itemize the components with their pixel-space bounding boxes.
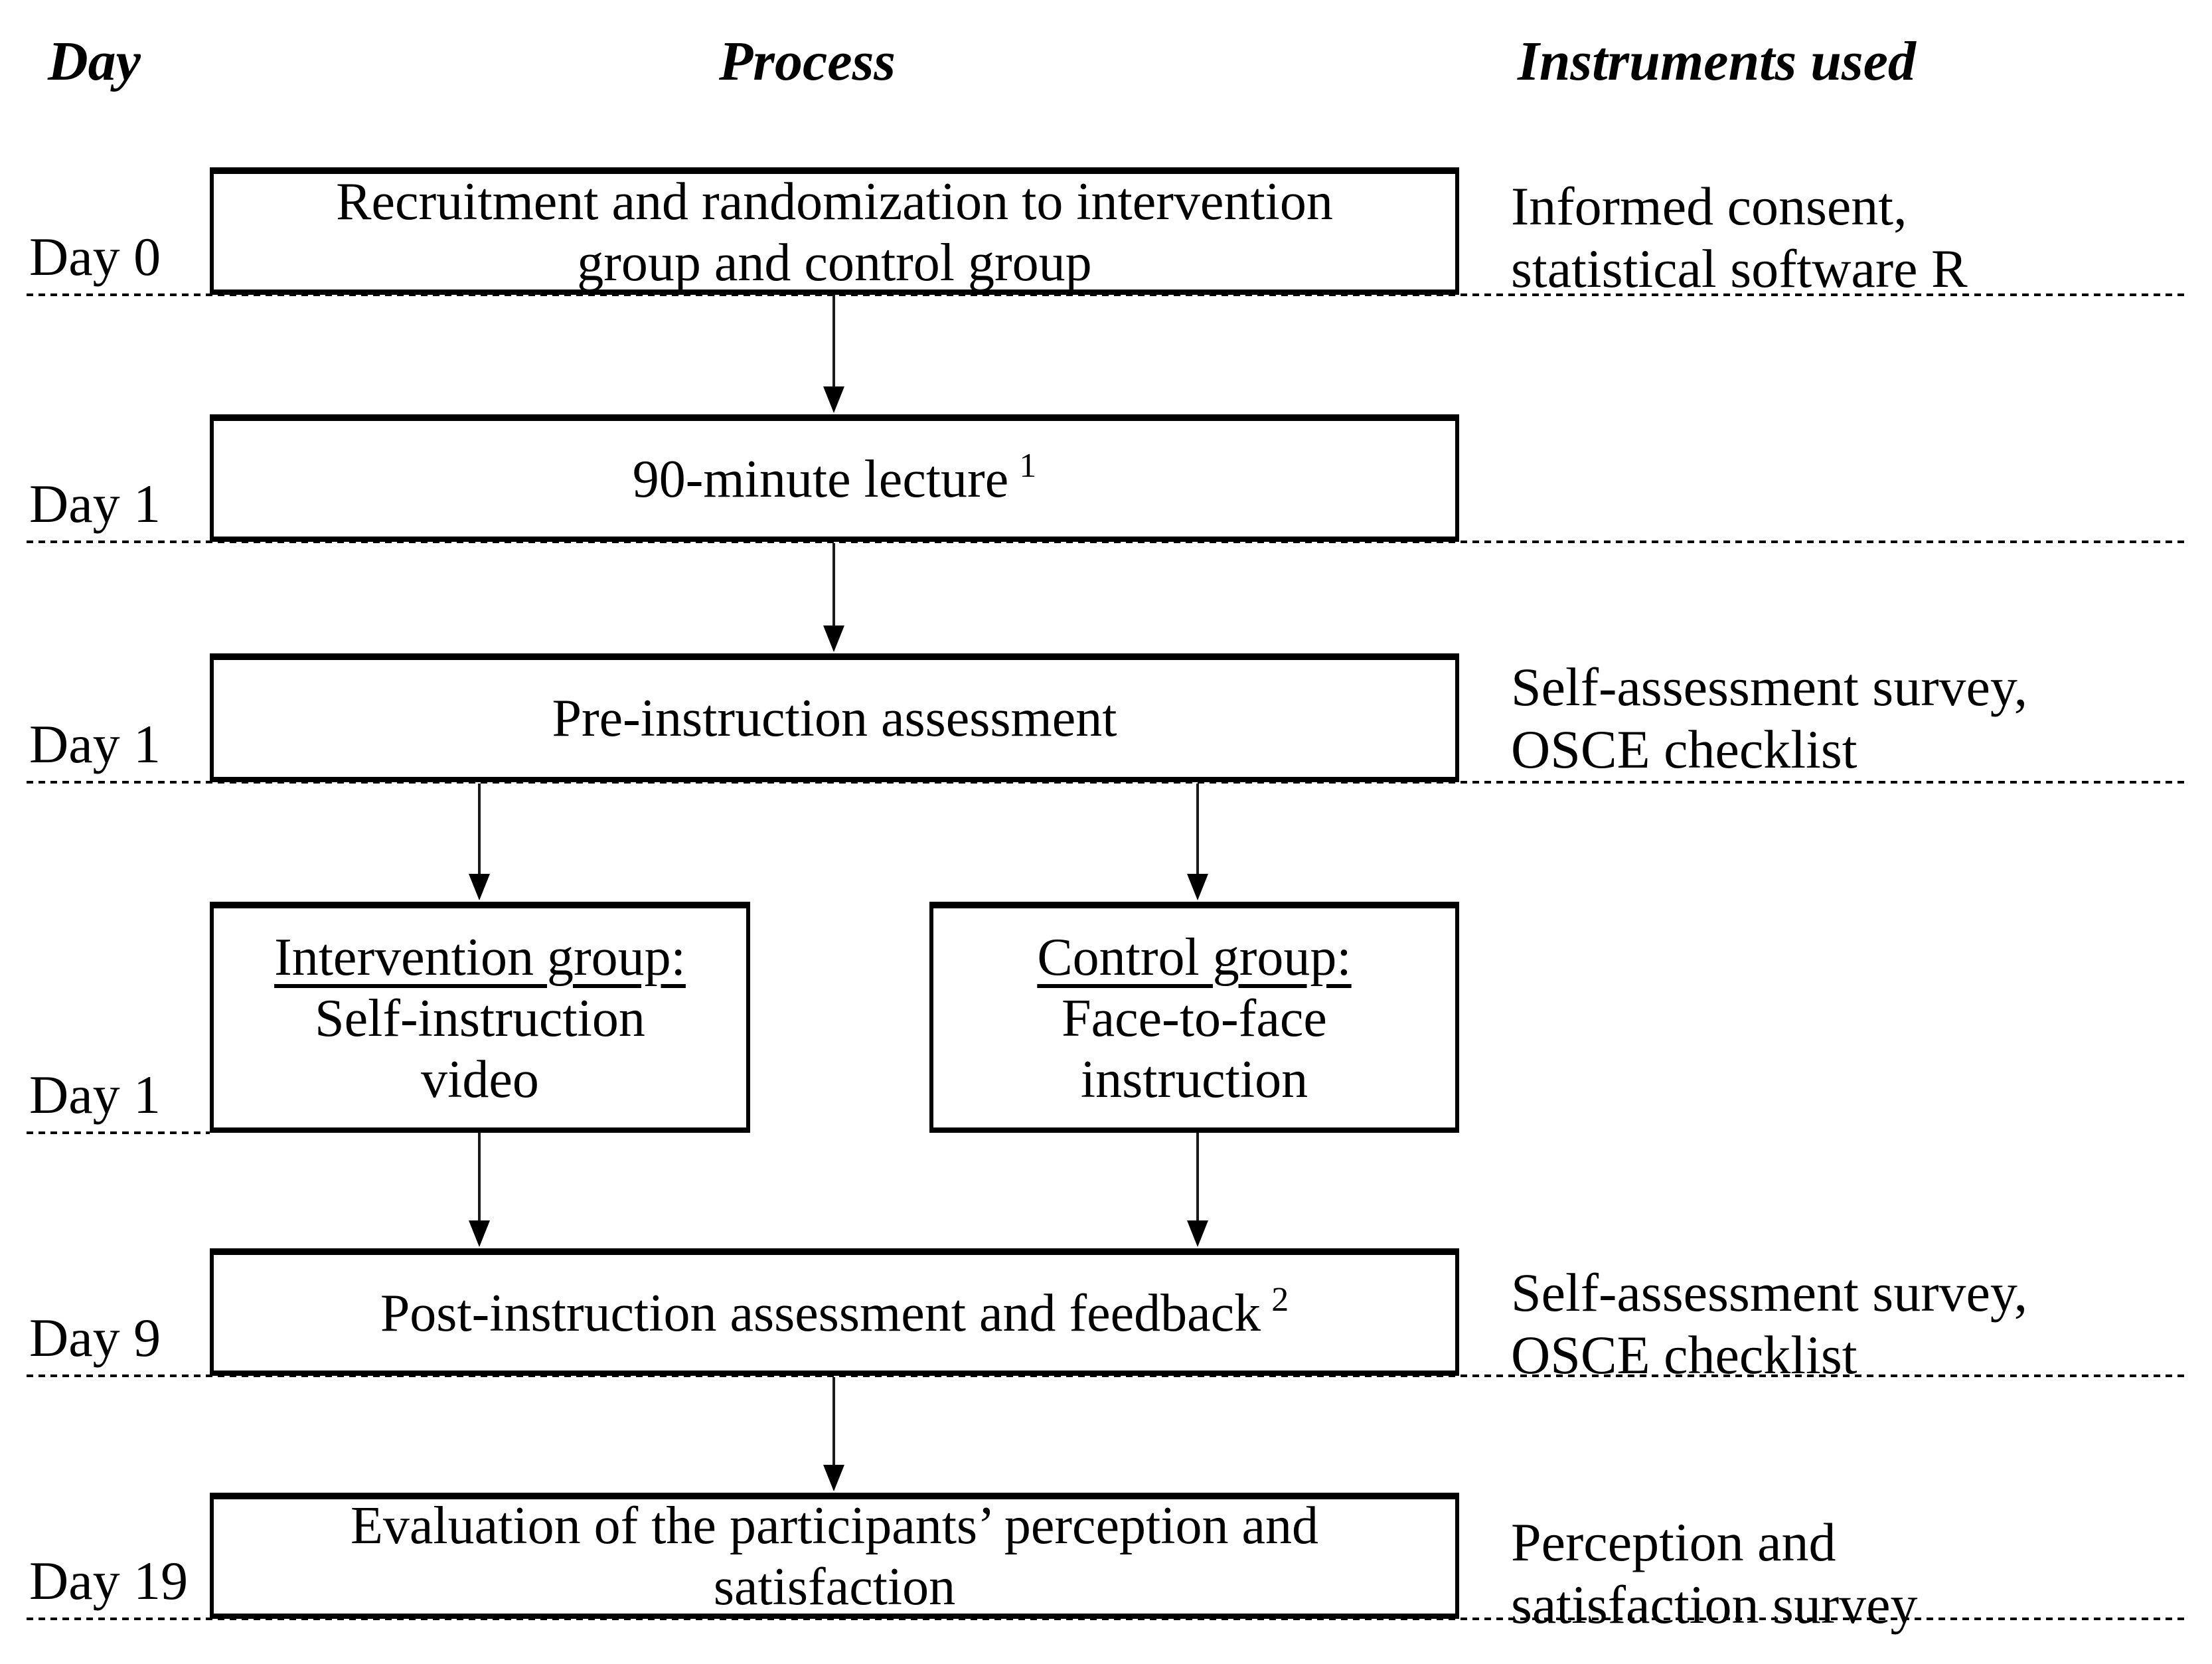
instrument-line: Informed consent, [1511, 175, 1907, 236]
process-box-control-group: Control group: Face-to-face instruction [929, 902, 1459, 1133]
box-text-line: Recruitment and randomization to interve… [336, 171, 1333, 230]
group-title: Control group: [1037, 926, 1352, 986]
row-separator [27, 293, 2184, 296]
row-separator [27, 1131, 210, 1134]
box-text-line: Post-instruction assessment and feedback… [380, 1282, 1289, 1343]
instrument-line: Self-assessment survey, [1511, 656, 2028, 717]
instrument-line: statistical software R [1511, 238, 1968, 299]
instrument-line: OSCE checklist [1511, 1324, 1857, 1385]
day-label-2: Day 1 [29, 713, 161, 774]
day-label-5: Day 19 [29, 1550, 189, 1611]
box-text-line: Face-to-face [1062, 987, 1327, 1047]
instruments-pre-assessment: Self-assessment survey, OSCE checklist [1511, 656, 2027, 781]
day-label-0: Day 0 [29, 226, 161, 287]
instrument-line: satisfaction survey [1511, 1574, 1918, 1635]
row-separator [27, 781, 2184, 784]
box-text-line: Evaluation of the participants’ percepti… [351, 1495, 1318, 1555]
row-separator [27, 1618, 2184, 1620]
column-header-day: Day [48, 32, 141, 93]
group-title: Intervention group: [274, 926, 686, 986]
column-header-process: Process [719, 32, 896, 93]
box-text-line: video [421, 1048, 539, 1108]
day-label-4: Day 9 [29, 1307, 161, 1368]
arrow-down-icon [822, 295, 846, 413]
process-box-intervention-group: Intervention group: Self-instruction vid… [210, 902, 750, 1133]
box-text-line: 90-minute lecture 1 [633, 448, 1036, 509]
box-text-line: Pre-instruction assessment [552, 688, 1117, 748]
arrow-down-icon [822, 543, 846, 652]
arrow-down-icon [1186, 1133, 1210, 1247]
box-text-line: group and control group [577, 232, 1092, 291]
process-box-recruitment: Recruitment and randomization to interve… [210, 167, 1459, 295]
box-text-line: instruction [1080, 1048, 1308, 1108]
box-text-line: satisfaction [713, 1556, 956, 1616]
row-separator [27, 541, 2184, 543]
arrow-down-icon [467, 784, 491, 900]
instruments-evaluation: Perception and satisfaction survey [1511, 1511, 1918, 1636]
box-text-line: Self-instruction [315, 987, 645, 1047]
lecture-text: 90-minute lecture [632, 448, 1009, 508]
column-header-instruments: Instruments used [1518, 32, 1916, 93]
row-separator [27, 1374, 2184, 1377]
day-label-1: Day 1 [29, 473, 161, 534]
day-label-3: Day 1 [29, 1064, 161, 1125]
instrument-line: Self-assessment survey, [1511, 1262, 2028, 1323]
footnote-marker-2: 2 [1271, 1280, 1289, 1319]
arrow-down-icon [822, 1377, 846, 1491]
instruments-recruitment: Informed consent, statistical software R [1511, 175, 1968, 300]
process-box-evaluation: Evaluation of the participants’ percepti… [210, 1493, 1459, 1619]
footnote-marker-1: 1 [1019, 446, 1037, 485]
instrument-line: OSCE checklist [1511, 718, 1857, 780]
arrow-down-icon [1186, 784, 1210, 900]
process-box-post-assessment: Post-instruction assessment and feedback… [210, 1248, 1459, 1376]
post-assessment-text: Post-instruction assessment and feedback [380, 1282, 1261, 1342]
instruments-post-assessment: Self-assessment survey, OSCE checklist [1511, 1262, 2027, 1386]
process-box-pre-assessment: Pre-instruction assessment [210, 653, 1459, 782]
arrow-down-icon [467, 1133, 491, 1247]
process-box-lecture: 90-minute lecture 1 [210, 414, 1459, 542]
instrument-line: Perception and [1511, 1511, 1836, 1572]
